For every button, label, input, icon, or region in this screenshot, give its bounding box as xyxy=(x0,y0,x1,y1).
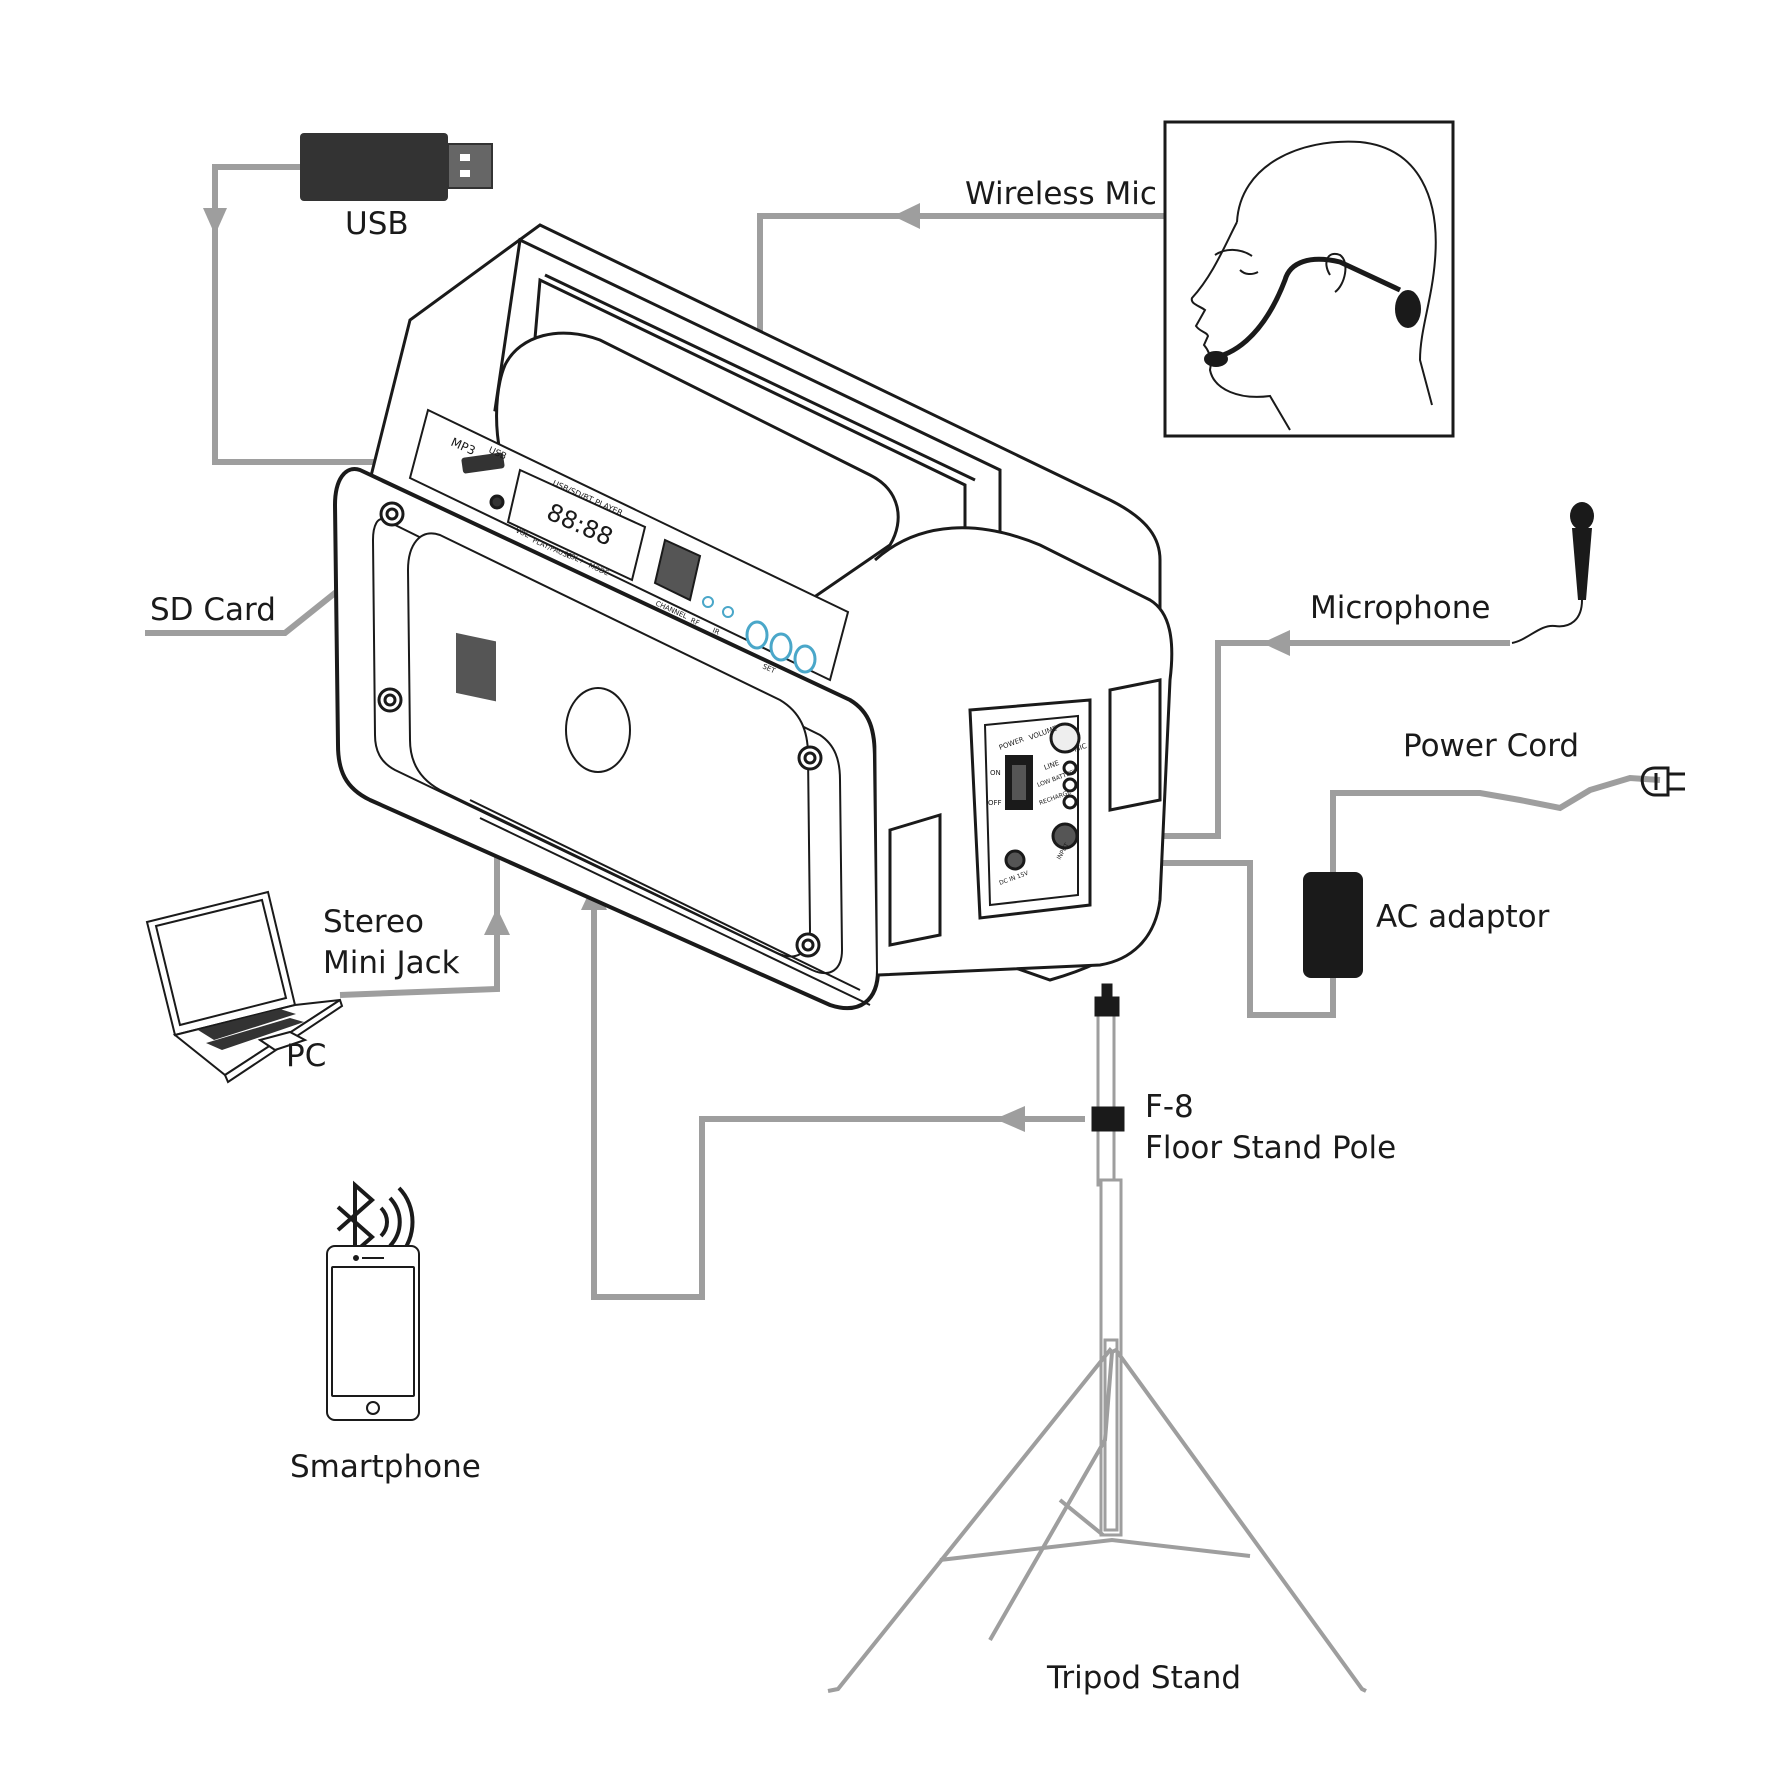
label-usb: USB xyxy=(345,206,409,242)
usb-stick-icon xyxy=(300,133,493,201)
arrow-usb xyxy=(203,208,227,235)
label-pc: PC xyxy=(286,1038,327,1074)
adaptor-cord-line xyxy=(1330,774,1661,872)
label-f8-line1: F-8 xyxy=(1145,1089,1194,1125)
panel-off: OFF xyxy=(988,799,1002,807)
panel-on: ON xyxy=(990,769,1001,777)
panel-rf: RF xyxy=(689,617,700,628)
handheld-mic-icon xyxy=(1511,502,1594,644)
tripod-stand-icon xyxy=(827,983,1367,1693)
arrow-microphone xyxy=(1262,630,1290,656)
arrow-floor xyxy=(995,1106,1025,1132)
label-stereo-line2: Mini Jack xyxy=(323,944,460,981)
floor-stand-connection-line xyxy=(591,883,1085,1300)
label-sd-card: SD Card xyxy=(150,592,276,628)
laptop-icon xyxy=(145,890,344,1084)
power-plug-icon xyxy=(1640,766,1685,797)
panel-mic: MIC xyxy=(1073,742,1088,754)
arrow-wireless xyxy=(893,203,920,229)
label-stereo-mini-jack: Stereo Mini Jack xyxy=(323,903,460,983)
label-ac-adaptor: AC adaptor xyxy=(1376,899,1550,935)
panel-ir: IR xyxy=(711,627,721,637)
label-stereo-line1: Stereo xyxy=(323,904,425,940)
label-smartphone: Smartphone xyxy=(290,1449,481,1485)
bluetooth-icon xyxy=(336,1180,415,1258)
speaker-device xyxy=(332,223,1174,1011)
adaptor-connection-line xyxy=(1010,860,1336,1018)
label-wireless-mic: Wireless Mic xyxy=(965,176,1157,212)
connection-lines xyxy=(145,164,1661,1300)
label-power-cord: Power Cord xyxy=(1403,728,1580,764)
usb-connection-line xyxy=(212,164,470,465)
arrow-stereo xyxy=(484,908,510,935)
headset-icon xyxy=(1163,120,1455,438)
label-microphone: Microphone xyxy=(1310,590,1491,626)
smartphone-icon xyxy=(326,1245,420,1421)
label-floor-stand: F-8 Floor Stand Pole xyxy=(1145,1088,1396,1168)
ac-adaptor-icon xyxy=(1303,872,1363,978)
label-tripod-stand: Tripod Stand xyxy=(1047,1660,1242,1696)
label-f8-line2: Floor Stand Pole xyxy=(1145,1129,1397,1166)
